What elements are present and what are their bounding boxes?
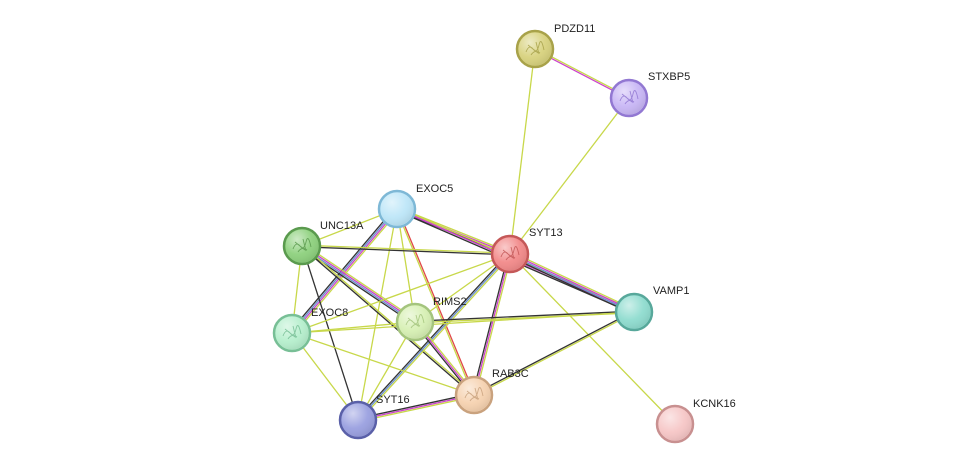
edge-line: [508, 255, 634, 315]
protein-structure-icon: [282, 325, 302, 340]
edge-line: [358, 254, 512, 422]
node-label-unc13a: UNC13A: [320, 220, 364, 232]
edge-line: [291, 253, 511, 334]
node-label-exoc5: EXOC5: [416, 183, 453, 195]
edge-line: [301, 246, 510, 256]
edge-exoc5-rab3c: [395, 208, 476, 396]
protein-structure-icon: [525, 41, 545, 56]
node-unc13a[interactable]: UNC13A: [282, 220, 364, 266]
node-label-exoc8: EXOC8: [311, 307, 348, 319]
edge-line: [474, 254, 513, 396]
edge-line: [301, 246, 474, 397]
protein-structure-icon: [405, 314, 425, 329]
node-label-rab3c: RAB3C: [492, 368, 529, 380]
edge-vamp1-rims2: [414, 310, 635, 324]
node-highlight: [617, 295, 651, 329]
edge-exoc8-rab3c: [291, 332, 475, 396]
edge-syt13-vamp1: [508, 251, 636, 315]
node-exoc5[interactable]: EXOC5: [377, 183, 453, 229]
node-syt16[interactable]: SYT16: [338, 394, 410, 440]
node-syt13[interactable]: SYT13: [490, 227, 563, 274]
edge-line: [509, 254, 634, 314]
edge-line: [356, 252, 510, 420]
edge-line: [291, 311, 635, 334]
edge-exoc5-syt16: [357, 208, 398, 421]
edge-line: [509, 97, 630, 255]
node-highlight: [658, 407, 692, 441]
node-highlight: [612, 81, 646, 115]
edge-unc13a-syt16: [301, 245, 359, 421]
edge-line: [510, 252, 635, 312]
edge-line: [474, 312, 635, 397]
edge-unc13a-rab3c: [301, 244, 475, 397]
node-highlight: [457, 378, 491, 412]
edge-line: [357, 392, 474, 420]
edge-line: [301, 246, 415, 324]
node-rab3c[interactable]: RAB3C: [454, 368, 529, 415]
node-label-rims2: RIMS2: [433, 296, 467, 308]
node-label-stxbp5: STXBP5: [648, 71, 690, 83]
edge-line: [291, 332, 475, 396]
edge-line: [289, 207, 396, 332]
edge-line: [510, 251, 636, 311]
edge-line: [291, 321, 416, 334]
edge-line: [301, 245, 359, 421]
node-pdzd11[interactable]: PDZD11: [515, 23, 595, 69]
edge-pdzd11-syt13: [509, 48, 536, 255]
edge-syt13-syt16: [356, 252, 512, 422]
edge-syt13-kcnk16: [509, 253, 676, 425]
node-kcnk16[interactable]: KCNK16: [655, 398, 736, 444]
edge-line: [290, 208, 397, 333]
edge-line: [302, 244, 475, 395]
protein-structure-icon: [464, 387, 484, 402]
node-highlight: [341, 403, 375, 437]
edge-line: [357, 394, 475, 421]
edge-line: [395, 209, 474, 396]
edge-vamp1-rab3c: [473, 310, 635, 397]
edge-line: [302, 243, 417, 321]
node-label-vamp1: VAMP1: [653, 285, 689, 297]
node-label-syt16: SYT16: [376, 394, 410, 406]
edge-line: [357, 253, 511, 421]
edge-line: [414, 310, 634, 322]
node-rims2[interactable]: RIMS2: [395, 296, 467, 342]
node-label-syt13: SYT13: [529, 227, 563, 239]
protein-structure-icon: [619, 90, 639, 105]
node-highlight: [275, 316, 309, 350]
edge-syt13-rab3c: [471, 253, 513, 396]
edge-rims2-exoc8: [291, 321, 416, 334]
edge-line: [302, 244, 416, 322]
node-highlight: [493, 237, 527, 271]
node-highlight: [398, 305, 432, 339]
edge-stxbp5-syt13: [509, 97, 630, 255]
protein-structure-icon: [500, 246, 520, 261]
node-stxbp5[interactable]: STXBP5: [609, 71, 690, 118]
edge-unc13a-syt13: [301, 244, 511, 256]
edge-line: [397, 208, 476, 395]
edge-rab3c-syt16: [357, 392, 475, 423]
edge-line: [357, 208, 398, 421]
edge-line: [471, 253, 510, 395]
edge-line: [509, 48, 536, 255]
edge-vamp1-exoc8: [291, 311, 635, 334]
edge-line: [509, 253, 676, 425]
protein-structure-icon: [292, 238, 312, 253]
node-highlight: [380, 192, 414, 226]
edge-line: [302, 244, 511, 254]
edge-line: [473, 310, 634, 395]
node-highlight: [518, 32, 552, 66]
edge-line: [358, 395, 475, 423]
node-label-pdzd11: PDZD11: [554, 23, 595, 35]
edge-syt13-rims2: [414, 253, 511, 323]
edge-line: [473, 253, 511, 396]
node-vamp1[interactable]: VAMP1: [614, 285, 689, 332]
edge-syt13-exoc8: [291, 253, 511, 334]
node-highlight: [285, 229, 319, 263]
node-label-kcnk16: KCNK16: [693, 398, 736, 410]
node-exoc8[interactable]: EXOC8: [272, 307, 348, 353]
edge-line: [414, 253, 511, 323]
